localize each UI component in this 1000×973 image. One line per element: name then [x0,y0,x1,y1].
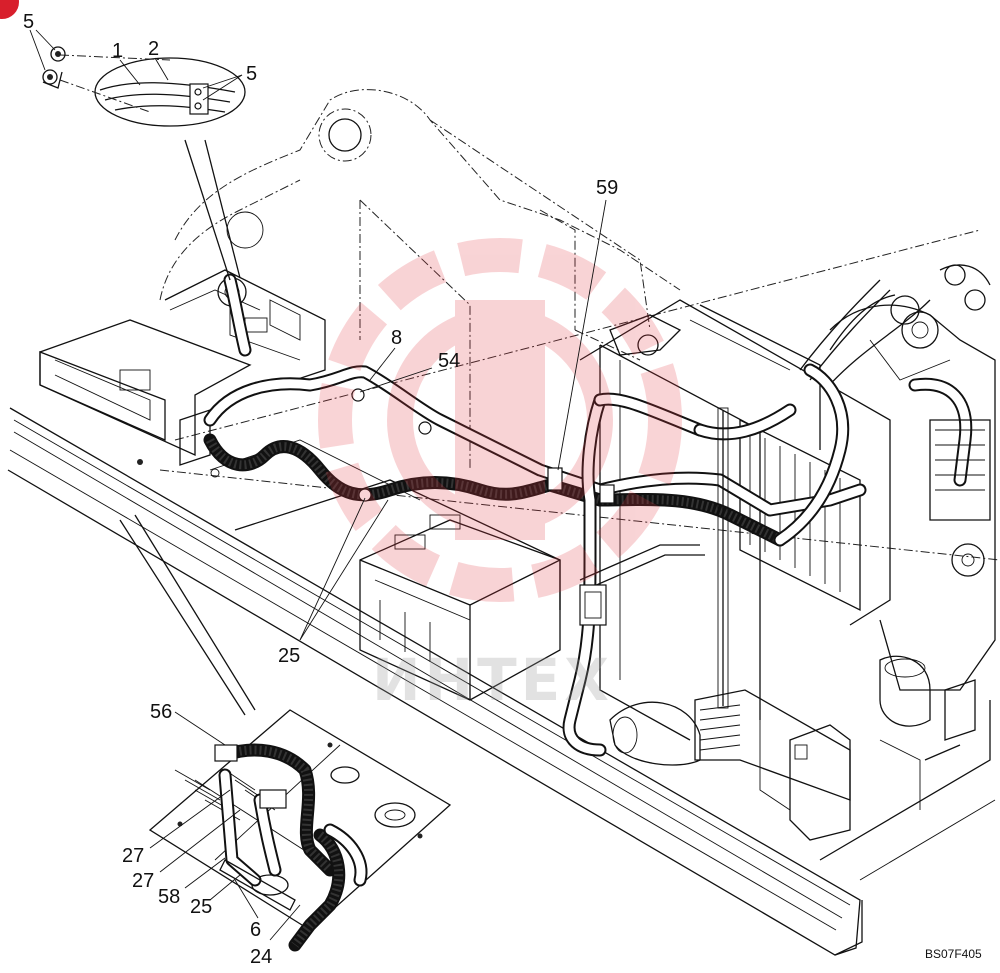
callout-1: 1 [112,40,123,62]
leader-lines [29,29,607,941]
callout-59: 59 [596,177,618,199]
watermark-logo [318,238,682,602]
radiator-package [579,299,891,841]
callout-54: 54 [438,350,460,372]
callout-27b: 27 [132,870,154,892]
drawing-code: BS07F405 [925,947,982,961]
callout-2: 2 [148,38,159,60]
callout-25b: 25 [190,896,212,918]
callout-5a: 5 [23,11,34,33]
callout-5b: 5 [246,63,257,85]
callout-8: 8 [391,327,402,349]
callout-58: 58 [158,886,180,908]
battery-box [359,514,561,701]
boom-outline [159,89,681,470]
callout-27a: 27 [122,845,144,867]
detail-floor-plate [119,514,452,952]
corner-marker [0,0,19,19]
callout-24: 24 [250,946,272,968]
heater-hoses [203,273,867,757]
callout-25a: 25 [278,645,300,667]
callout-6: 6 [250,919,261,941]
engine [799,264,996,810]
detail-hose-clamps [42,46,246,281]
watermark-text: ИНТЕХ [372,646,613,714]
callout-56: 56 [150,701,172,723]
callout-labels: 5 1 2 5 59 8 54 25 56 27 27 58 25 6 24 B… [23,11,982,968]
